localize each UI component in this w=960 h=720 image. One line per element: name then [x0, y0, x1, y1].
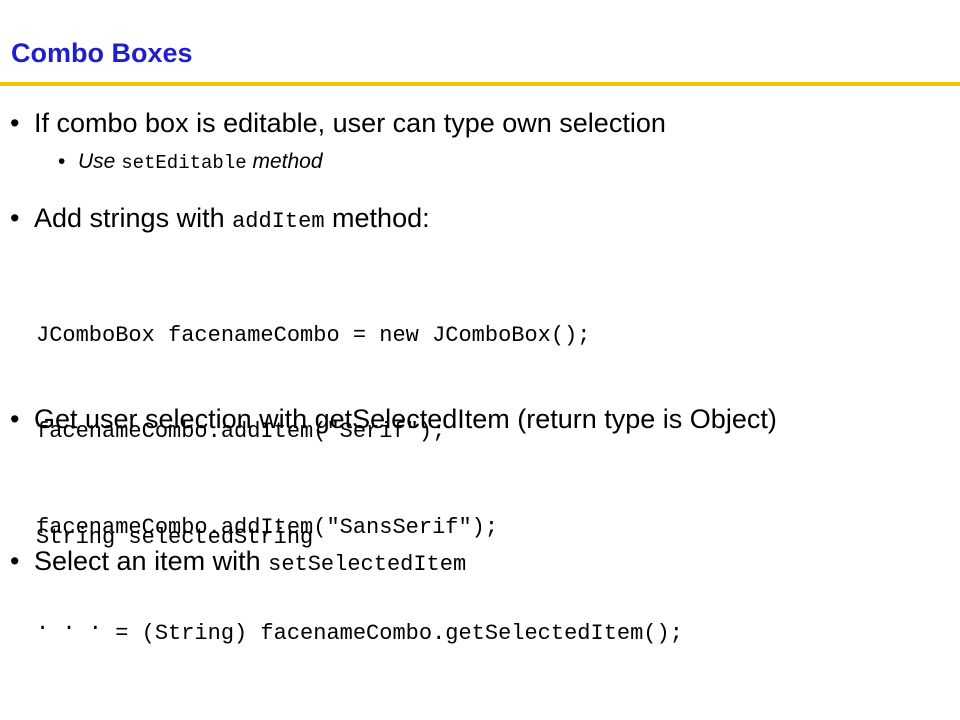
code-block-getselected: String selectedString = (String) facenam…	[36, 458, 683, 682]
bullet-getselected: • Get user selection with getSelectedIte…	[10, 404, 777, 435]
sub-bullet-pre: Use	[78, 150, 116, 173]
bullet-dot: •	[10, 404, 20, 434]
bullet-editable: • If combo box is editable, user can typ…	[10, 108, 666, 139]
sub-bullet-dot: •	[58, 150, 66, 173]
sub-bullet-code: setEditable	[121, 152, 247, 174]
code-line: . . .	[36, 611, 103, 636]
bullet-dot: •	[10, 546, 20, 576]
slide-title: Combo Boxes	[11, 38, 193, 68]
code-line: facenameCombo.addItem("Serif");	[36, 419, 446, 444]
bullet-code: addItem	[232, 209, 325, 234]
bullet-dot: •	[10, 203, 20, 233]
bullet-additem: • Add strings with addItem method:	[10, 203, 430, 234]
code-line: String selectedString	[36, 525, 314, 550]
code-block-additem: JComboBox facenameCombo = new JComboBox(…	[36, 256, 591, 672]
code-line: JComboBox facenameCombo = new JComboBox(…	[36, 323, 591, 348]
sub-bullet-seteditable: • Use setEditable method	[58, 150, 323, 174]
bullet-text: Get user selection with getSelectedItem …	[34, 404, 777, 434]
code-line: = (String) facenameCombo.getSelectedItem…	[36, 621, 683, 646]
bullet-pre: Add strings with	[34, 203, 225, 233]
bullet-post: method:	[332, 203, 430, 233]
bullet-setselected: • Select an item with setSelectedItem	[10, 546, 466, 577]
bullet-code: setSelectedItem	[268, 552, 467, 577]
bullet-dot: •	[10, 108, 20, 138]
code-line: facenameCombo.addItem("SansSerif");	[36, 515, 499, 540]
bullet-text: If combo box is editable, user can type …	[34, 108, 666, 138]
sub-bullet-post: method	[252, 150, 323, 173]
title-underline	[0, 82, 960, 86]
bullet-pre: Select an item with	[34, 546, 261, 576]
